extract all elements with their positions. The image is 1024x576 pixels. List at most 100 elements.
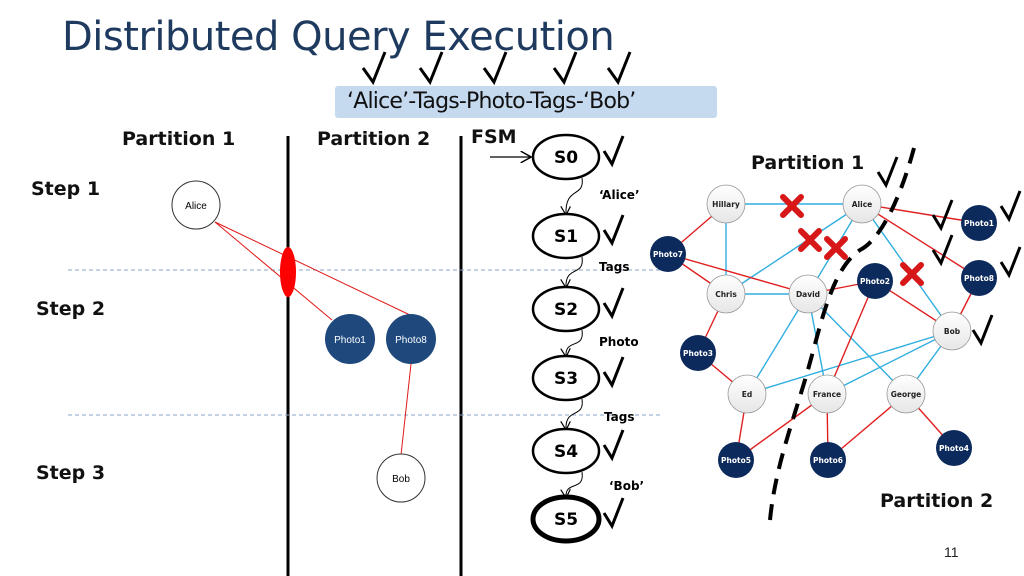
node-alice: Alice xyxy=(171,180,221,230)
check-icon xyxy=(876,156,899,189)
cross-icon xyxy=(824,236,848,260)
fsm-transition-arrow xyxy=(566,256,583,287)
fsm-state-s0: S0 ‘Alice’ xyxy=(531,133,640,214)
fsm-transition-arrow xyxy=(566,398,583,429)
node-bob: Bob xyxy=(376,453,426,503)
partition-2-label: Partition 2 xyxy=(317,128,431,150)
svg-text:S4: S4 xyxy=(554,442,578,462)
check-icon xyxy=(482,51,508,86)
page-number: 11 xyxy=(944,544,959,560)
check-icon xyxy=(606,51,632,86)
cross-partition-marker xyxy=(280,247,296,297)
fsm-state-s4: S4 ‘Bob’ xyxy=(531,427,644,497)
svg-text:Photo5: Photo5 xyxy=(721,456,751,465)
check-icon xyxy=(602,497,625,530)
svg-text:Alice: Alice xyxy=(185,201,207,212)
fsm-transition-label: ‘Bob’ xyxy=(609,479,644,493)
fsm-transition-label: Tags xyxy=(599,260,629,274)
svg-text:Bob: Bob xyxy=(944,327,961,336)
svg-text:Photo2: Photo2 xyxy=(860,277,890,286)
friend-edge xyxy=(746,293,809,395)
check-icon xyxy=(602,135,625,168)
fsm-transition-label: Photo xyxy=(599,335,639,349)
fsm-transition-label: Tags xyxy=(604,410,634,424)
graph-node-hillary: Hillary xyxy=(706,184,746,224)
cross-icon xyxy=(780,194,804,218)
graph-partition-1-label: Partition 1 xyxy=(751,152,865,174)
edge-photo8-bob xyxy=(400,363,412,456)
step-1-label: Step 1 xyxy=(31,178,101,200)
partition-cut-line xyxy=(768,147,916,521)
tag-edge xyxy=(826,280,876,395)
svg-text:S2: S2 xyxy=(554,300,578,320)
graph-node-photo1: Photo1 xyxy=(961,205,997,241)
graph-node-photo8: Photo8 xyxy=(961,260,997,296)
fsm-label: FSM xyxy=(471,126,517,148)
check-icon xyxy=(931,234,954,267)
fsm-transition-arrow xyxy=(566,329,583,356)
svg-text:Alice: Alice xyxy=(852,200,872,209)
svg-text:Bob: Bob xyxy=(392,474,410,485)
svg-text:Photo8: Photo8 xyxy=(964,274,994,283)
svg-text:Photo7: Photo7 xyxy=(653,250,683,259)
tag-edge xyxy=(667,253,809,295)
graph-node-bob: Bob xyxy=(932,311,972,351)
graph-node-alice: Alice xyxy=(842,184,882,224)
slide-title: Distributed Query Execution xyxy=(62,14,615,60)
check-icon xyxy=(999,246,1022,279)
svg-text:Photo6: Photo6 xyxy=(813,456,843,465)
svg-text:France: France xyxy=(813,390,841,399)
step-3-label: Step 3 xyxy=(36,462,106,484)
graph-node-chris: Chris xyxy=(706,274,746,314)
svg-text:Hillary: Hillary xyxy=(712,200,740,209)
check-icon xyxy=(602,214,625,247)
svg-text:George: George xyxy=(891,390,922,399)
tag-edge xyxy=(861,203,980,279)
step-2-label: Step 2 xyxy=(36,298,106,320)
check-icon xyxy=(602,356,625,389)
friend-edge xyxy=(746,330,953,395)
graph-node-photo7: Photo7 xyxy=(650,236,686,272)
fsm-transition-label: ‘Alice’ xyxy=(599,188,640,202)
check-icon xyxy=(552,51,578,86)
check-icon xyxy=(602,429,625,462)
graph-node-photo6: Photo6 xyxy=(810,442,846,478)
svg-text:Photo3: Photo3 xyxy=(683,349,713,358)
check-icon xyxy=(418,51,444,86)
friend-edge xyxy=(826,330,953,395)
graph-node-photo2: Photo2 xyxy=(857,263,893,299)
tag-edge xyxy=(861,203,980,224)
graph-node-david: David xyxy=(788,274,828,314)
graph-partition-2-label: Partition 2 xyxy=(880,490,994,512)
edge-alice-photo8 xyxy=(214,221,411,316)
check-icon xyxy=(931,199,954,232)
check-icon xyxy=(361,51,387,86)
fsm-state-s5: S5 xyxy=(530,494,625,544)
graph-node-photo4: Photo4 xyxy=(936,430,972,466)
friend-edge xyxy=(725,203,863,295)
check-icon xyxy=(999,190,1022,223)
node-photo8: Photo8 xyxy=(386,314,436,364)
partition-1-label: Partition 1 xyxy=(122,128,236,150)
svg-text:S3: S3 xyxy=(554,369,578,389)
check-icon xyxy=(602,287,625,320)
graph-node-photo5: Photo5 xyxy=(718,442,754,478)
graph-node-photo3: Photo3 xyxy=(680,335,716,371)
fsm-transition-arrow xyxy=(566,471,583,497)
cross-icon xyxy=(900,262,924,286)
graph-node-ed: Ed xyxy=(727,374,767,414)
svg-text:Photo8: Photo8 xyxy=(395,335,427,346)
svg-text:Chris: Chris xyxy=(715,290,737,299)
check-icon xyxy=(971,314,994,347)
svg-text:S0: S0 xyxy=(554,148,578,168)
svg-text:Ed: Ed xyxy=(742,390,753,399)
svg-text:S1: S1 xyxy=(554,227,578,247)
fsm-transition-arrow xyxy=(566,177,583,214)
svg-text:Photo4: Photo4 xyxy=(939,444,969,453)
